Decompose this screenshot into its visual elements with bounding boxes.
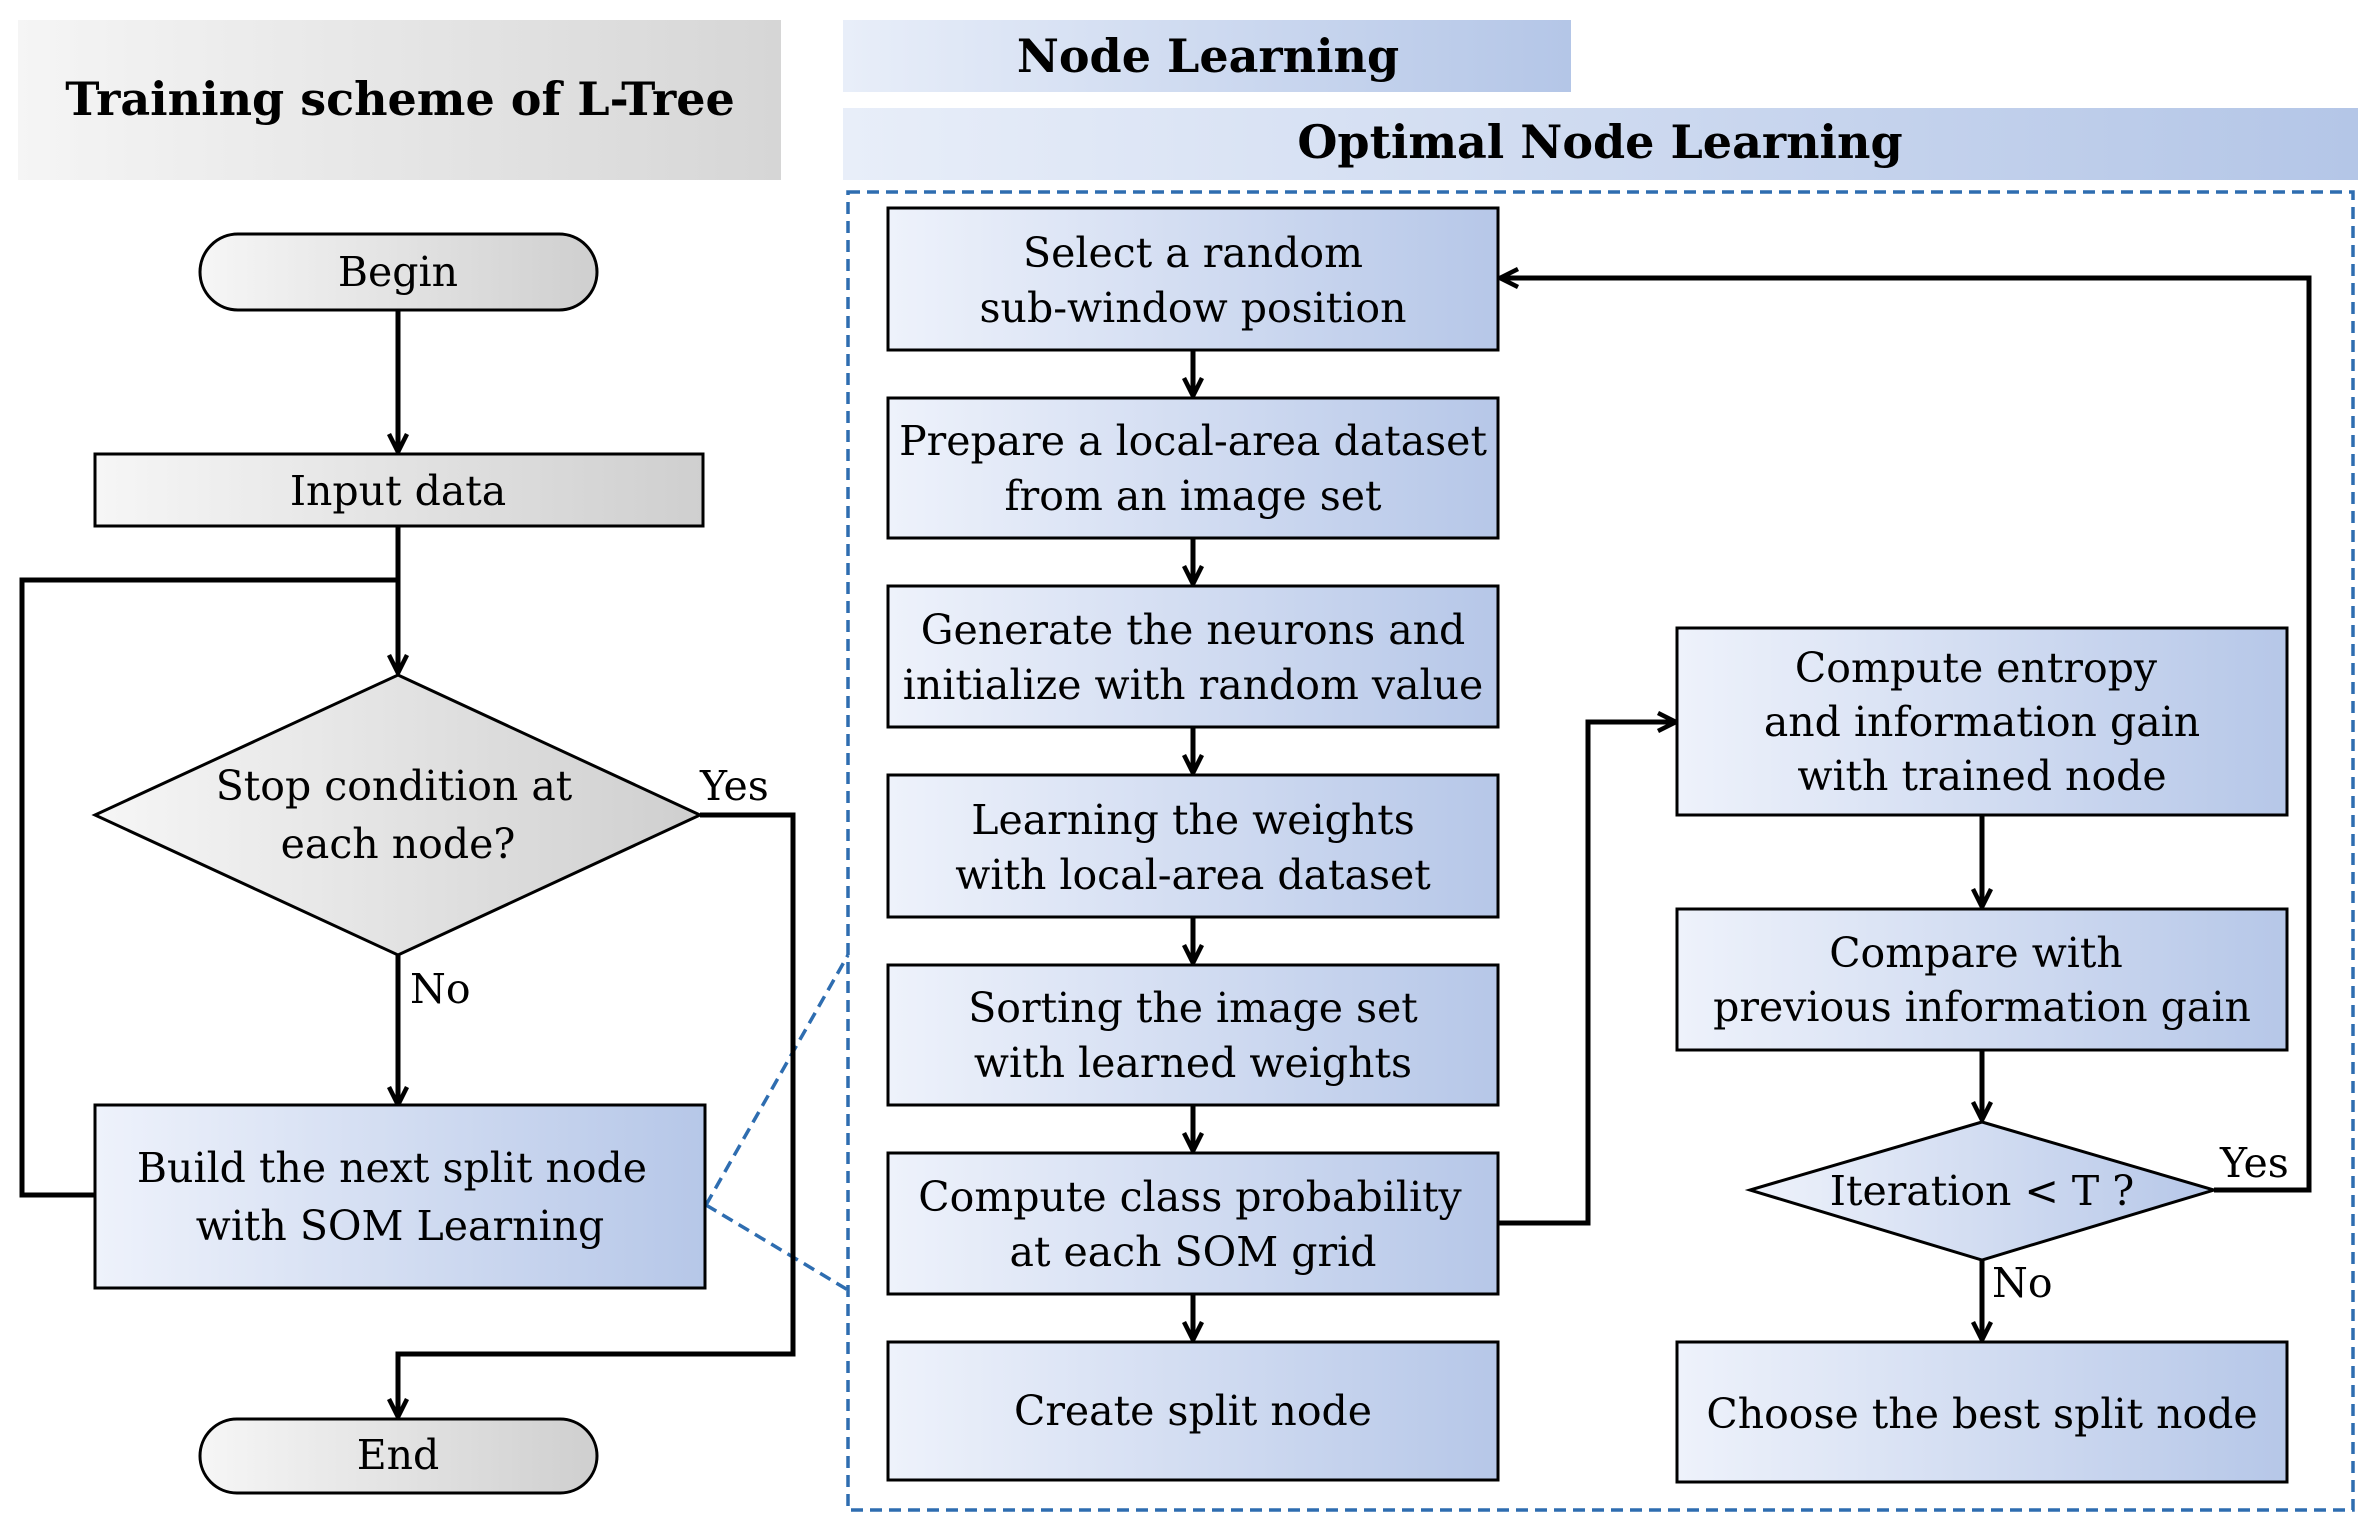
header-optimal-node-learning-text: Optimal Node Learning (1297, 115, 1902, 169)
build-line2: with SOM Learning (196, 1202, 605, 1250)
end-label: End (357, 1431, 440, 1479)
yes-label-right: Yes (2219, 1139, 2289, 1187)
header-optimal-node-learning: Optimal Node Learning (843, 108, 2358, 180)
begin-terminal: Begin (198, 232, 599, 312)
header-training-scheme: Training scheme of L-Tree (18, 20, 781, 180)
svg-text:Compare with: Compare with (1829, 929, 2123, 977)
zoom-line-bottom (705, 1203, 849, 1292)
zoom-line-top (704, 954, 850, 1206)
svg-text:at each SOM grid: at each SOM grid (1010, 1228, 1377, 1276)
step-choose-best-split: Choose the best split node (1675, 1340, 2289, 1484)
svg-text:with local-area dataset: with local-area dataset (955, 851, 1431, 899)
header-training-scheme-text: Training scheme of L-Tree (65, 72, 734, 126)
svg-text:and information gain: and information gain (1764, 698, 2200, 746)
step-select-subwindow: Select a random sub-window position (886, 206, 1500, 352)
svg-text:Choose the best split node: Choose the best split node (1706, 1390, 2257, 1438)
decision-line2: each node? (281, 820, 516, 868)
stop-condition-decision: Stop condition at each node? (91, 673, 704, 957)
begin-label: Begin (338, 248, 458, 296)
step-compute-class-probability: Compute class probability at each SOM gr… (886, 1151, 1500, 1296)
iteration-label: Iteration < T ? (1830, 1167, 2134, 1215)
decision-line1: Stop condition at (216, 762, 573, 810)
step-sorting-image-set: Sorting the image set with learned weigh… (886, 963, 1500, 1107)
left-connectors (19, 310, 796, 1417)
svg-text:Compute entropy: Compute entropy (1795, 644, 2158, 692)
svg-text:Create split node: Create split node (1014, 1387, 1372, 1435)
end-terminal: End (198, 1417, 599, 1495)
svg-text:Select a random: Select a random (1023, 229, 1363, 277)
svg-text:with trained node: with trained node (1797, 752, 2166, 800)
svg-text:Learning the weights: Learning the weights (971, 796, 1415, 844)
svg-text:sub-window position: sub-window position (980, 284, 1407, 332)
svg-text:Compute class probability: Compute class probability (918, 1173, 1462, 1221)
step-prepare-dataset: Prepare a local-area dataset from an ima… (886, 396, 1500, 540)
node-connectors (1193, 278, 2312, 1340)
svg-text:with learned weights: with learned weights (974, 1039, 1412, 1087)
no-label-right: No (1992, 1259, 2053, 1307)
step-learning-weights: Learning the weights with local-area dat… (886, 773, 1500, 919)
header-node-learning-text: Node Learning (1017, 29, 1399, 83)
yes-label-left: Yes (699, 762, 769, 810)
input-data-box: Input data (93, 452, 705, 528)
header-node-learning: Node Learning (843, 20, 1571, 92)
svg-text:Prepare a local-area dataset: Prepare a local-area dataset (899, 417, 1487, 465)
svg-text:previous information gain: previous information gain (1713, 983, 2251, 1031)
svg-text:from an image set: from an image set (1004, 472, 1382, 520)
no-label-left: No (410, 965, 471, 1013)
step-compare-gain: Compare with previous information gain (1675, 907, 2289, 1052)
step-create-split-node: Create split node (886, 1340, 1500, 1482)
step-generate-neurons: Generate the neurons and initialize with… (886, 584, 1500, 729)
step-compute-entropy: Compute entropy and information gain wit… (1675, 626, 2289, 817)
zoom-region (704, 190, 2355, 1512)
svg-text:Generate the neurons and: Generate the neurons and (921, 606, 1466, 654)
build-split-node-box: Build the next split node with SOM Learn… (93, 1103, 707, 1290)
svg-text:initialize with random value: initialize with random value (903, 661, 1484, 709)
input-data-label: Input data (290, 467, 506, 515)
build-line1: Build the next split node (137, 1144, 647, 1192)
svg-text:Sorting the image set: Sorting the image set (968, 984, 1418, 1032)
dashed-frame (846, 190, 2355, 1512)
iteration-decision: Iteration < T ? (1744, 1120, 2220, 1262)
